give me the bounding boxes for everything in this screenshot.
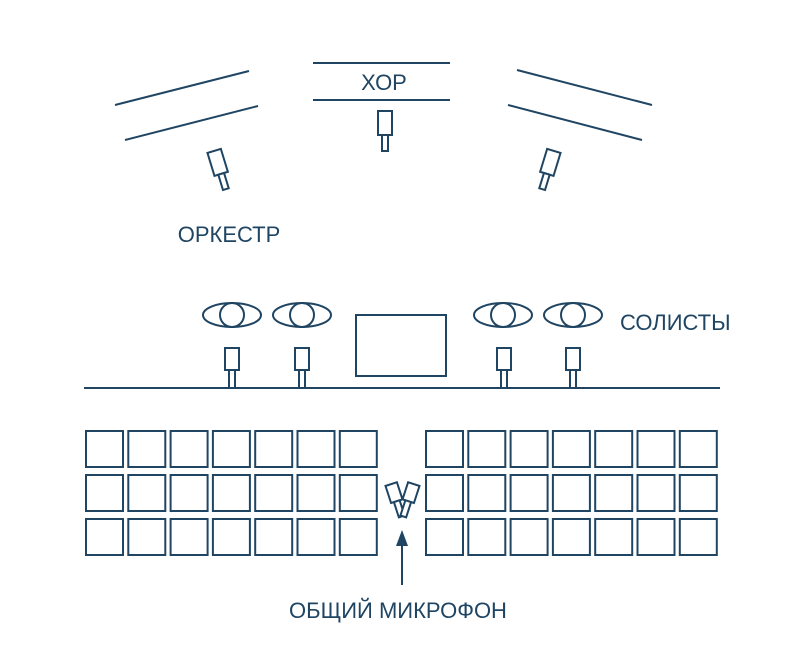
seat-icon [254,474,294,512]
seat-icon [169,474,209,512]
orchestra-label: ОРКЕСТР [178,222,281,247]
seat-icon [551,474,591,512]
seat-icon [85,518,124,556]
seat-icon [678,474,718,512]
seat-icon [636,474,676,512]
seat-icon [509,430,549,468]
seat-icon [169,430,209,468]
seat-icon [594,474,634,512]
seat-icon [296,430,336,468]
left-orchestra-risers [114,70,259,141]
seat-icon [296,474,336,512]
seat-icon [254,518,294,556]
seat-icon [127,474,167,512]
soloist-3-microphone-icon [496,347,512,389]
arrow-up-icon [396,530,408,585]
screen-icon [355,314,447,377]
seat-icon [636,430,676,468]
common-microphone-label: ОБЩИЙ МИКРОФОН [289,598,507,623]
soloist-4-eye-icon [543,302,603,328]
seat-icon [678,518,718,556]
soloist-4-microphone-icon [565,347,581,389]
common-microphone-right-icon [399,480,421,519]
right-orchestra-risers [507,69,653,141]
seat-icon [425,474,464,512]
seat-icon [85,474,124,512]
soloists-label: СОЛИСТЫ [620,310,731,335]
seat-icon [254,430,294,468]
soloist-1-eye-icon [202,302,262,328]
seat-icon [467,474,507,512]
seat-icon [467,518,507,556]
choir-label: ХОР [361,70,407,95]
seat-icon [636,518,676,556]
seat-icon [551,430,591,468]
seat-icon [211,430,251,468]
seat-icon [594,518,634,556]
soloist-2-eye-icon [272,302,332,328]
left-orchestra-microphone-icon [206,147,230,192]
seat-icon [211,474,251,512]
audience-seats-left [85,430,378,556]
seat-icon [127,518,167,556]
seat-icon [338,430,378,468]
choir-microphone-icon [377,110,393,152]
seat-icon [85,430,124,468]
choir-risers [313,62,450,101]
soloist-2-microphone-icon [294,347,310,389]
seat-icon [425,430,464,468]
soloist-1-microphone-icon [224,347,240,389]
seat-icon [551,518,591,556]
seat-icon [127,430,167,468]
soloist-3-eye-icon [473,302,533,328]
seat-icon [467,430,507,468]
seat-icon [509,518,549,556]
seat-icon [211,518,251,556]
seat-icon [425,518,464,556]
seat-icon [509,474,549,512]
seat-icon [338,518,378,556]
seat-icon [594,430,634,468]
audience-seats-right [425,430,718,556]
right-orchestra-microphone-icon [538,147,562,192]
seat-icon [678,430,718,468]
common-microphone-left-icon [384,480,406,519]
seat-icon [169,518,209,556]
seat-icon [338,474,378,512]
seat-icon [296,518,336,556]
